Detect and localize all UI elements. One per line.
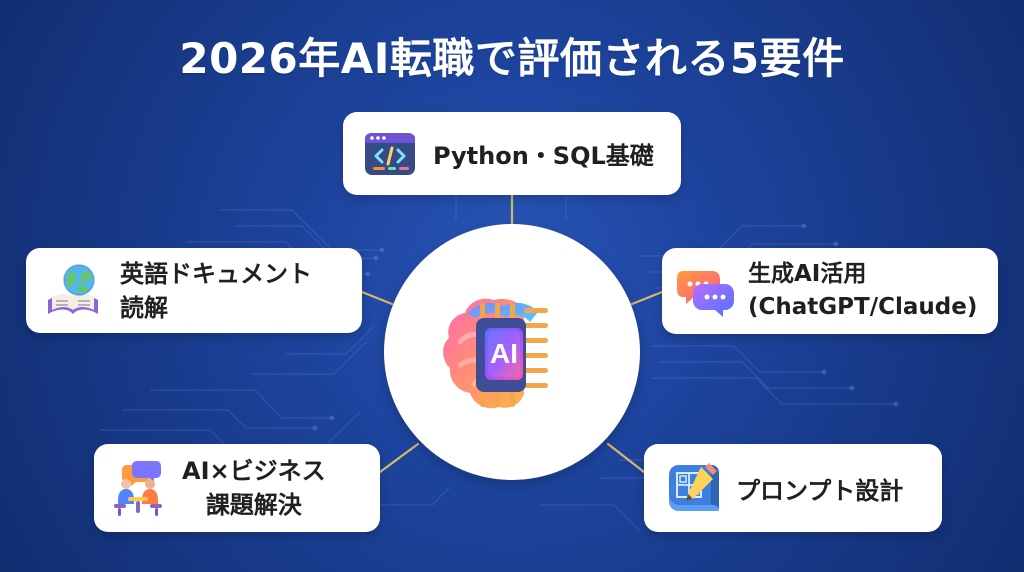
chat-bubbles-icon [676,261,736,321]
requirement-label-english-docs: 英語ドキュメント 読解 [120,257,312,325]
requirement-label-ai-business: AI×ビジネス 課題解決 [182,454,326,522]
requirement-card-ai-business: AI×ビジネス 課題解決 [94,444,380,532]
meeting-people-icon [106,456,170,520]
brain-chip-ai-icon: AI [443,298,548,409]
center-chip-text: AI [490,338,518,369]
connector-prompt [606,442,646,474]
requirement-card-english-docs: 英語ドキュメント 読解 [26,248,362,333]
connector-lines [360,193,664,474]
connector-english [360,290,394,306]
requirement-label-line-1: 生成AI活用 [748,261,867,287]
page-title: 2026年AI転職で評価される5要件 [179,34,845,83]
center-ai-hub: AI [384,224,640,480]
requirement-card-prompt-design: プロンプト設計 [644,444,942,532]
blueprint-pencil-icon [662,457,724,519]
globe-book-icon [40,258,106,324]
requirement-label-python-sql: Python・SQL基礎 [433,142,654,170]
requirement-card-genai: 生成AI活用 (ChatGPT/Claude) [662,248,998,334]
connector-genai [630,290,664,306]
requirement-label-line-2: 課題解決 [205,491,302,519]
requirement-card-python-sql: Python・SQL基礎 [343,112,681,195]
requirement-label-line-2: 読解 [120,293,168,322]
requirement-label-line-1: AI×ビジネス [182,457,326,485]
requirement-label-genai: 生成AI活用 (ChatGPT/Claude) [748,258,977,324]
code-window-icon [361,125,419,183]
requirement-label-line-1: 英語ドキュメント [120,259,312,288]
requirement-label-line-2: (ChatGPT/Claude) [748,294,978,320]
connector-business [378,442,420,474]
requirement-label-prompt-design: プロンプト設計 [736,476,904,505]
